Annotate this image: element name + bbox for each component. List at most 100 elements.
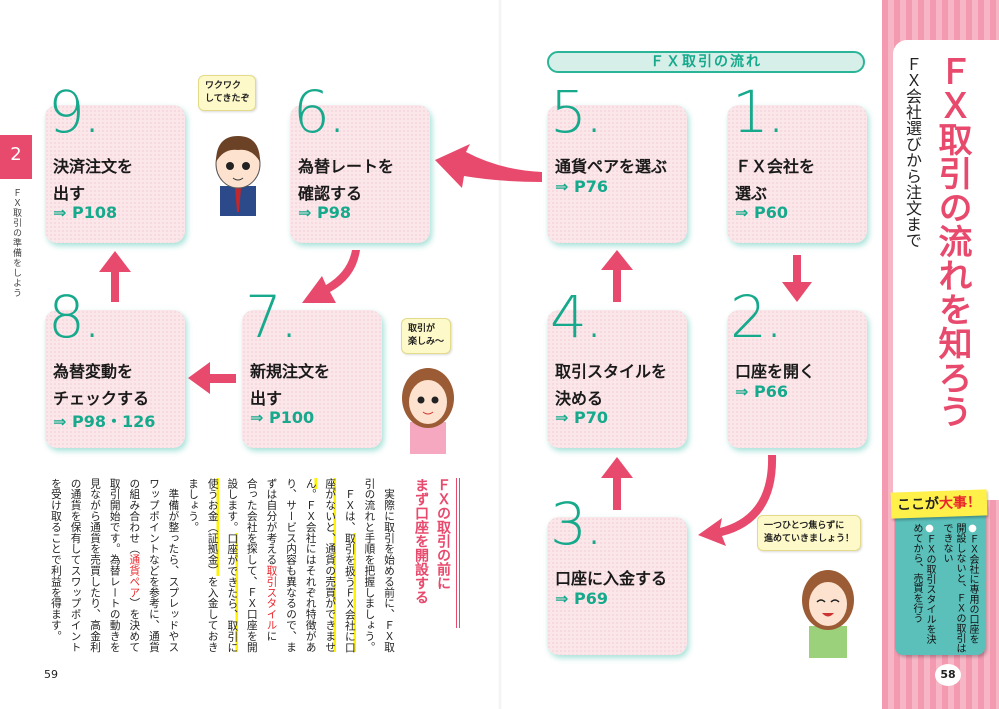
arrow-curve-icon bbox=[698, 455, 777, 546]
step-card-2: 2.口座を開く⇒ P66 bbox=[727, 288, 867, 448]
text-segment: を受け取ることで利益を得ます。 bbox=[49, 478, 62, 642]
woman-smiling-illustration bbox=[802, 570, 854, 658]
section-heading-line: ＦＸの取引の前に bbox=[435, 478, 451, 590]
speech-bubble-man: ワクワク してきたぞ bbox=[198, 75, 257, 111]
arrow-left-icon bbox=[188, 362, 236, 394]
text-segment: 。ＦＸ会社にはそれぞれ特徴があ bbox=[304, 488, 317, 653]
text-line: 座がないと、通貨の売買ができませ bbox=[320, 478, 340, 658]
step-card-6: 6.為替レートを 確認する⇒ P98 bbox=[290, 83, 430, 243]
highlighted-text: 取引を扱うＦＸ会社に口 bbox=[343, 532, 356, 653]
text-segment: 合った会社を探して、ＦＸ口座を開 bbox=[245, 478, 258, 653]
text-line: 実際に取引を始める前に、ＦＸ取 bbox=[378, 478, 398, 658]
text-line: ん。ＦＸ会社にはそれぞれ特徴があ bbox=[300, 478, 320, 658]
step-title: 口座を開く bbox=[735, 362, 816, 381]
text-line: ずは自分が考える取引スタイルに bbox=[261, 478, 281, 658]
step-card-7: 7.新規注文を 出す⇒ P100 bbox=[242, 288, 382, 448]
highlighted-text: 口座ができたら、取引に bbox=[226, 532, 239, 653]
tip-item-text: ＦＸ会社に専用の口座を開設しないと、ＦＸの取引はできない bbox=[941, 523, 978, 653]
step-card-4: 4.取引スタイルを 決める⇒ P70 bbox=[547, 288, 687, 448]
step-number: 7. bbox=[245, 283, 298, 351]
tip-item: ●ＦＸの取引スタイルを決めてから、売買を行う bbox=[910, 523, 936, 653]
step-title: 新規注文を 出す bbox=[250, 362, 331, 408]
text-line: 準備が整ったら、スプレッドやス bbox=[163, 478, 183, 658]
page-reference-link[interactable]: ⇒ P70 bbox=[555, 408, 608, 427]
text-segment: 設します。 bbox=[226, 478, 239, 533]
text-segment: 取引開始です。為替レートの動きを bbox=[108, 478, 121, 653]
page-reference-link[interactable]: ⇒ P66 bbox=[735, 382, 788, 401]
body-text: 実際に取引を始める前に、ＦＸ取引の流れと手順を把握しましょう。 ＦＸは、取引を扱… bbox=[36, 478, 398, 658]
text-segment: ワップポイントなどを参考に、通貨 bbox=[147, 478, 160, 653]
text-line: 合った会社を探して、ＦＸ口座を開 bbox=[241, 478, 261, 658]
text-segment: 準備が整ったら、スプレッドやス bbox=[167, 478, 180, 653]
step-number: 4. bbox=[550, 283, 603, 351]
text-segment: 実際に取引を始める前に、ＦＸ取 bbox=[383, 478, 395, 653]
arrow-up-icon bbox=[99, 251, 131, 302]
tip-item: ●ＦＸ会社に専用の口座を開設しないと、ＦＸの取引はできない bbox=[940, 523, 979, 653]
text-line: 見ながら通貨を売買したり、高金利 bbox=[85, 478, 105, 658]
page-reference-link[interactable]: ⇒ P100 bbox=[250, 408, 315, 427]
text-segment: 引の流れと手順を把握しましょう。 bbox=[363, 478, 376, 653]
step-number: 1. bbox=[732, 78, 785, 146]
bullet-icon: ● bbox=[924, 523, 935, 534]
flow-header: ＦＸ取引の流れ bbox=[547, 51, 865, 73]
step-number: 8. bbox=[48, 283, 101, 351]
step-title: 口座に入金する bbox=[555, 569, 668, 588]
chapter-title: ＦＸ取引の準備をしよう bbox=[11, 188, 21, 298]
tip-list: ●ＦＸ会社に専用の口座を開設しないと、ＦＸの取引はできない ●ＦＸの取引スタイル… bbox=[906, 523, 979, 653]
page-reference-link[interactable]: ⇒ P108 bbox=[53, 203, 118, 222]
text-segment: ）を決めて bbox=[128, 597, 141, 653]
text-line: 取引開始です。為替レートの動きを bbox=[104, 478, 124, 658]
tip-label-emphasis: 大事！ bbox=[938, 494, 982, 512]
step-title: ＦＸ会社を 選ぶ bbox=[735, 157, 816, 203]
text-line: の通貨を保有してスワップポイント bbox=[65, 478, 85, 658]
step-number: 2. bbox=[730, 283, 783, 351]
text-line: ましょう。 bbox=[182, 478, 202, 658]
bullet-icon: ● bbox=[967, 523, 978, 534]
text-segment: の組み合わせ（ bbox=[128, 478, 141, 555]
text-segment: り、サービス内容も異なるので、ま bbox=[285, 478, 298, 653]
chapter-tab: 2 bbox=[0, 135, 32, 179]
woman-illustration bbox=[402, 368, 454, 454]
step-card-3: 3.口座に入金する⇒ P69 bbox=[547, 495, 687, 655]
step-number: 6. bbox=[293, 78, 346, 146]
page-reference-link[interactable]: ⇒ P76 bbox=[555, 177, 608, 196]
step-card-5: 5.通貨ペアを選ぶ⇒ P76 bbox=[547, 83, 687, 243]
text-line: を受け取ることで利益を得ます。 bbox=[45, 478, 65, 658]
speech-bubble-encourage: 一つひとつ焦らずに 進めていきましょう！ bbox=[757, 515, 862, 551]
section-heading-line: まず口座を開設する bbox=[413, 478, 429, 604]
step-card-1: 1.ＦＸ会社を 選ぶ⇒ P60 bbox=[727, 83, 867, 243]
text-line: 設します。口座ができたら、取引に bbox=[222, 478, 242, 658]
speech-bubble-woman: 取引が 楽しみ～ bbox=[401, 318, 452, 354]
text-segment: ましょう。 bbox=[187, 478, 200, 533]
highlighted-text: 座がないと、通貨の売買ができませ bbox=[324, 478, 337, 653]
page-reference-link[interactable]: ⇒ P60 bbox=[735, 203, 788, 222]
tip-item-text: ＦＸの取引スタイルを決めてから、売買を行う bbox=[911, 523, 935, 644]
step-title: 通貨ペアを選ぶ bbox=[555, 157, 668, 176]
arrow-up-icon bbox=[601, 250, 633, 302]
page-reference-link[interactable]: ⇒ P98 bbox=[298, 203, 351, 222]
text-line: 使うお金（証拠金）を入金しておき bbox=[202, 478, 222, 658]
highlighted-text: ん bbox=[304, 478, 317, 489]
tip-label-text: ここが bbox=[896, 496, 940, 514]
step-card-9: 9.決済注文を 出す⇒ P108 bbox=[45, 83, 185, 243]
step-number: 9. bbox=[48, 78, 101, 146]
arrow-down-icon bbox=[782, 255, 812, 302]
text-segment: に bbox=[265, 630, 278, 642]
tip-box: ここが大事！ ●ＦＸ会社に専用の口座を開設しないと、ＦＸの取引はできない ●ＦＸ… bbox=[890, 489, 988, 655]
text-line: の組み合わせ（通貨ペア）を決めて bbox=[124, 478, 144, 658]
step-title: 為替レートを 確認する bbox=[298, 157, 395, 203]
step-number: 3. bbox=[550, 490, 603, 558]
page-reference-link[interactable]: ⇒ P69 bbox=[555, 589, 608, 608]
text-segment: ＦＸは、 bbox=[343, 478, 356, 533]
arrow-up-icon bbox=[601, 457, 633, 510]
step-title: 決済注文を 出す bbox=[53, 157, 134, 203]
section-heading: ＦＸの取引の前に まず口座を開設する bbox=[404, 478, 460, 628]
arrow-curve-icon bbox=[435, 144, 542, 188]
page-reference-link[interactable]: ⇒ P98・126 bbox=[53, 412, 156, 431]
emphasis-text: 通貨ペア bbox=[128, 554, 141, 598]
step-title: 為替変動を チェックする bbox=[53, 362, 150, 408]
highlighted-text: 使うお金（証拠金） bbox=[206, 478, 219, 577]
businessman-illustration bbox=[215, 136, 261, 216]
page-number-left: 59 bbox=[44, 668, 58, 681]
text-line: り、サービス内容も異なるので、ま bbox=[280, 478, 300, 658]
